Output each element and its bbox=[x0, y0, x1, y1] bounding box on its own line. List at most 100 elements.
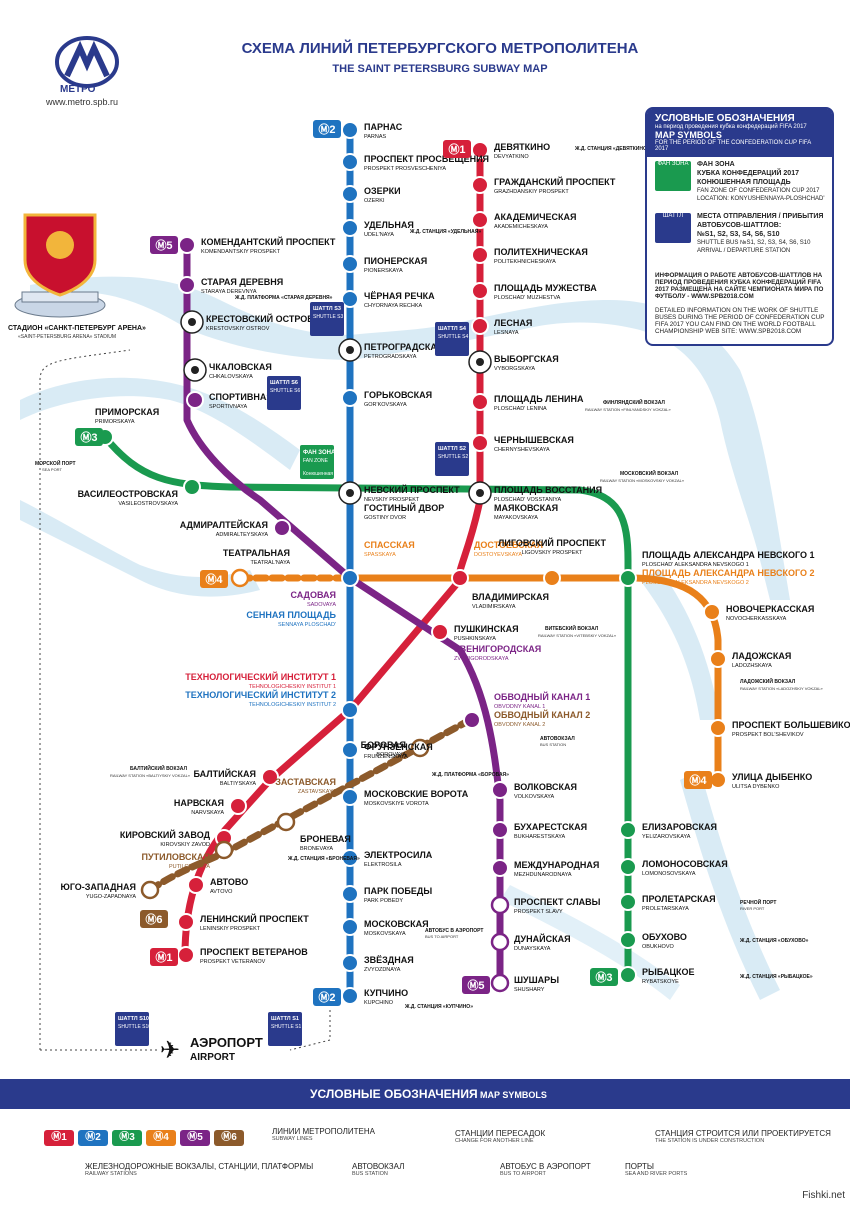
station-marker-68[interactable] bbox=[491, 859, 509, 877]
station-label-52[interactable]: ПЛОЩАДЬ АЛЕКСАНДРА НЕВСКОГО 2 bbox=[642, 568, 815, 578]
station-label-4[interactable]: УДЕЛЬНАЯ bbox=[364, 220, 414, 230]
station-label-73[interactable]: БОРОВАЯ bbox=[361, 740, 406, 750]
station-marker-75[interactable] bbox=[276, 812, 296, 832]
station-marker-3[interactable] bbox=[341, 185, 359, 203]
station-label-38[interactable]: ПРИМОРСКАЯ bbox=[95, 407, 159, 417]
station-marker-46[interactable] bbox=[619, 931, 637, 949]
station-marker-73[interactable] bbox=[410, 738, 430, 758]
shuttle-marker[interactable] bbox=[115, 1012, 149, 1046]
station-marker-8[interactable] bbox=[341, 389, 359, 407]
station-label-32[interactable]: БАЛТИЙСКАЯ bbox=[194, 768, 256, 779]
station-marker-37[interactable] bbox=[177, 946, 195, 964]
station-marker-27[interactable] bbox=[471, 434, 489, 452]
station-marker-45[interactable] bbox=[619, 893, 637, 911]
station-label-59[interactable]: КРЕСТОВСКИЙ ОСТРОВ bbox=[206, 313, 314, 324]
station-marker-55[interactable] bbox=[709, 719, 727, 737]
station-marker-6[interactable] bbox=[341, 290, 359, 308]
station-label-65[interactable]: ОБВОДНЫЙ КАНАЛ 1 bbox=[494, 691, 590, 702]
station-marker-42[interactable] bbox=[619, 569, 637, 587]
station-label-28[interactable]: ПЛОЩАДЬ ВОССТАНИЯ bbox=[494, 485, 602, 495]
shuttle-marker[interactable] bbox=[267, 376, 301, 410]
station-label-19[interactable]: ДЕВЯТКИНО bbox=[494, 142, 550, 152]
station-marker-77[interactable] bbox=[140, 880, 160, 900]
station-label-12[interactable]: ФРУНЗЕНСКАЯ bbox=[364, 742, 433, 752]
station-label-74[interactable]: ЗАСТАВСКАЯ bbox=[275, 777, 336, 787]
station-marker-2[interactable] bbox=[341, 153, 359, 171]
station-label-45[interactable]: ПРОЛЕТАРСКАЯ bbox=[642, 894, 716, 904]
station-marker-33[interactable] bbox=[229, 797, 247, 815]
station-marker-15[interactable] bbox=[341, 885, 359, 903]
station-label-71[interactable]: ШУШАРЫ bbox=[514, 975, 559, 985]
station-marker-48[interactable] bbox=[230, 568, 250, 588]
fan-zone-marker[interactable] bbox=[300, 445, 334, 479]
station-label-70[interactable]: ДУНАЙСКАЯ bbox=[514, 933, 571, 944]
station-label-63[interactable]: САДОВАЯ bbox=[290, 590, 336, 600]
station-label-48[interactable]: ТЕАТРАЛЬНАЯ bbox=[223, 548, 290, 558]
station-marker-24[interactable] bbox=[471, 317, 489, 335]
station-label-5[interactable]: ПИОНЕРСКАЯ bbox=[364, 256, 427, 266]
station-marker-14[interactable] bbox=[341, 849, 359, 867]
station-label-6[interactable]: ЧЁРНАЯ РЕЧКА bbox=[364, 291, 435, 301]
station-label-46[interactable]: ОБУХОВО bbox=[642, 932, 687, 942]
station-marker-16[interactable] bbox=[341, 918, 359, 936]
station-label-9[interactable]: НЕВСКИЙ ПРОСПЕКТ bbox=[364, 484, 460, 495]
station-label-21[interactable]: АКАДЕМИЧЕСКАЯ bbox=[494, 212, 577, 222]
station-marker-66[interactable] bbox=[491, 781, 509, 799]
station-marker-17[interactable] bbox=[341, 954, 359, 972]
station-label-8[interactable]: ГОРЬКОВСКАЯ bbox=[364, 390, 432, 400]
station-marker-67[interactable] bbox=[491, 821, 509, 839]
station-label-44[interactable]: ЛОМОНОСОВСКАЯ bbox=[642, 859, 728, 869]
station-label-10[interactable]: СЕННАЯ ПЛОЩАДЬ bbox=[246, 610, 336, 620]
station-label-33[interactable]: НАРВСКАЯ bbox=[174, 798, 224, 808]
station-label-61[interactable]: СПОРТИВНАЯ bbox=[209, 392, 273, 402]
station-label-54[interactable]: ЛАДОЖСКАЯ bbox=[732, 651, 791, 661]
shuttle-marker[interactable] bbox=[435, 322, 469, 356]
shuttle-marker[interactable] bbox=[268, 1012, 302, 1046]
station-marker-18[interactable] bbox=[341, 987, 359, 1005]
station-label-34[interactable]: КИРОВСКИЙ ЗАВОД bbox=[120, 829, 211, 840]
station-label-27[interactable]: ЧЕРНЫШЕВСКАЯ bbox=[494, 435, 574, 445]
shuttle-marker[interactable] bbox=[435, 442, 469, 476]
station-marker-23[interactable] bbox=[471, 282, 489, 300]
station-marker-71[interactable] bbox=[490, 973, 510, 993]
station-label-14[interactable]: ЭЛЕКТРОСИЛА bbox=[364, 850, 433, 860]
station-marker-53[interactable] bbox=[703, 603, 721, 621]
station-label-50[interactable]: ДОСТОЕВСКАЯ bbox=[474, 540, 543, 550]
station-label-31[interactable]: ТЕХНОЛОГИЧЕСКИЙ ИНСТИТУТ 1 bbox=[185, 671, 336, 682]
station-marker-20[interactable] bbox=[471, 176, 489, 194]
station-label-68[interactable]: МЕЖДУНАРОДНАЯ bbox=[514, 860, 599, 870]
station-label-47[interactable]: РЫБАЦКОЕ bbox=[642, 967, 695, 977]
station-label-24[interactable]: ЛЕСНАЯ bbox=[494, 318, 532, 328]
station-label-15[interactable]: ПАРК ПОБЕДЫ bbox=[364, 886, 432, 896]
station-marker-56[interactable] bbox=[709, 771, 727, 789]
station-marker-62[interactable] bbox=[273, 519, 291, 537]
station-label-58[interactable]: СТАРАЯ ДЕРЕВНЯ bbox=[201, 277, 283, 287]
station-label-72[interactable]: ОБВОДНЫЙ КАНАЛ 2 bbox=[494, 709, 590, 720]
station-label-3[interactable]: ОЗЕРКИ bbox=[364, 186, 401, 196]
station-marker-13[interactable] bbox=[341, 788, 359, 806]
station-label-26[interactable]: ПЛОЩАДЬ ЛЕНИНА bbox=[494, 394, 584, 404]
station-label-75[interactable]: БРОНЕВАЯ bbox=[300, 834, 351, 844]
station-label-55[interactable]: ПРОСПЕКТ БОЛЬШЕВИКОВ bbox=[732, 720, 850, 730]
station-label-16[interactable]: МОСКОВСКАЯ bbox=[364, 919, 429, 929]
station-label-35[interactable]: АВТОВО bbox=[210, 877, 248, 887]
station-label-49[interactable]: СПАССКАЯ bbox=[364, 540, 415, 550]
station-marker-11[interactable] bbox=[341, 701, 359, 719]
station-label-17[interactable]: ЗВЁЗДНАЯ bbox=[364, 955, 414, 965]
station-label-56[interactable]: УЛИЦА ДЫБЕНКО bbox=[732, 772, 812, 782]
station-marker-44[interactable] bbox=[619, 858, 637, 876]
station-marker-39[interactable] bbox=[183, 478, 201, 496]
station-label-43[interactable]: ЕЛИЗАРОВСКАЯ bbox=[642, 822, 717, 832]
station-label-60[interactable]: ЧКАЛОВСКАЯ bbox=[209, 362, 272, 372]
station-label-20[interactable]: ГРАЖДАНСКИЙ ПРОСПЕКТ bbox=[494, 176, 616, 187]
station-marker-65[interactable] bbox=[463, 711, 481, 729]
station-label-37[interactable]: ПРОСПЕКТ ВЕТЕРАНОВ bbox=[200, 947, 308, 957]
station-marker-22[interactable] bbox=[471, 246, 489, 264]
station-label-7[interactable]: ПЕТРОГРАДСКАЯ bbox=[364, 342, 443, 352]
station-label-53[interactable]: НОВОЧЕРКАССКАЯ bbox=[726, 604, 814, 614]
station-label-69[interactable]: ПРОСПЕКТ СЛАВЫ bbox=[514, 897, 601, 907]
station-marker-10[interactable] bbox=[341, 569, 359, 587]
station-marker-54[interactable] bbox=[709, 650, 727, 668]
station-label-30[interactable]: ПУШКИНСКАЯ bbox=[454, 624, 519, 634]
station-label-77[interactable]: ЮГО-ЗАПАДНАЯ bbox=[61, 882, 136, 892]
